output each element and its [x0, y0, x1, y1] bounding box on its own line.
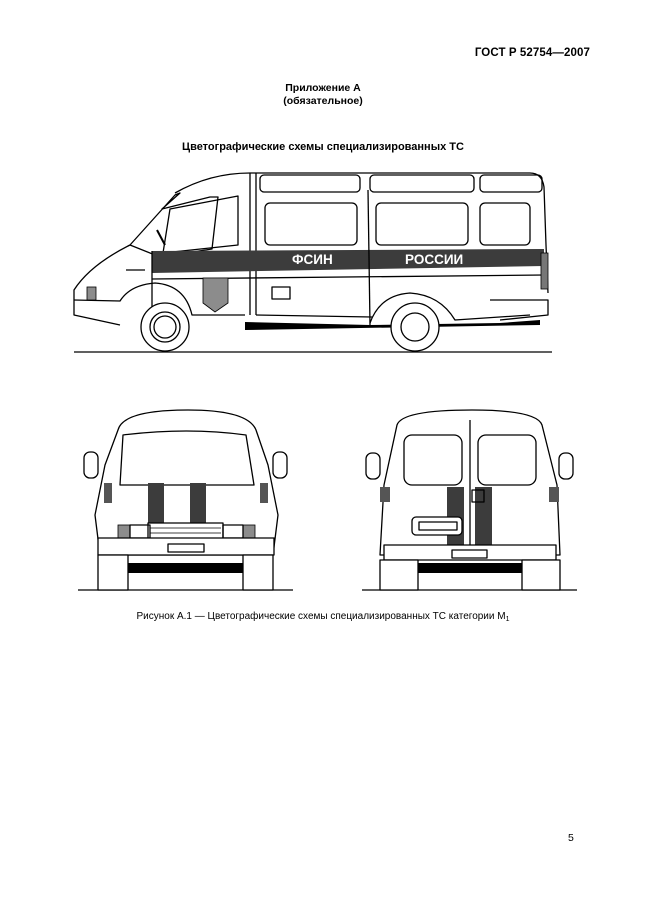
front-wheel — [140, 302, 190, 352]
van-rear-view-drawing — [362, 409, 577, 591]
appendix-status: (обязательное) — [283, 95, 363, 107]
document-standard-number: ГОСТ Р 52754—2007 — [474, 47, 590, 59]
appendix-title: Приложение А — [285, 82, 361, 94]
page-number: 5 — [568, 832, 574, 844]
caption-subscript: 1 — [505, 616, 510, 623]
section-title: Цветографические схемы специализированны… — [182, 141, 464, 153]
appendix-heading: Приложение А (обязательное) — [0, 82, 646, 108]
rear-wheel — [390, 302, 440, 352]
figure-caption: Рисунок А.1 — Цветографические схемы спе… — [0, 611, 646, 623]
stripe-text-russia: РОССИИ — [405, 252, 463, 267]
stripe-text-fsin: ФСИН — [292, 252, 333, 267]
van-front-view-drawing — [78, 409, 293, 591]
van-side-view-drawing: ФСИН РОССИИ — [73, 172, 552, 353]
caption-text: Рисунок А.1 — Цветографические схемы спе… — [136, 611, 506, 622]
